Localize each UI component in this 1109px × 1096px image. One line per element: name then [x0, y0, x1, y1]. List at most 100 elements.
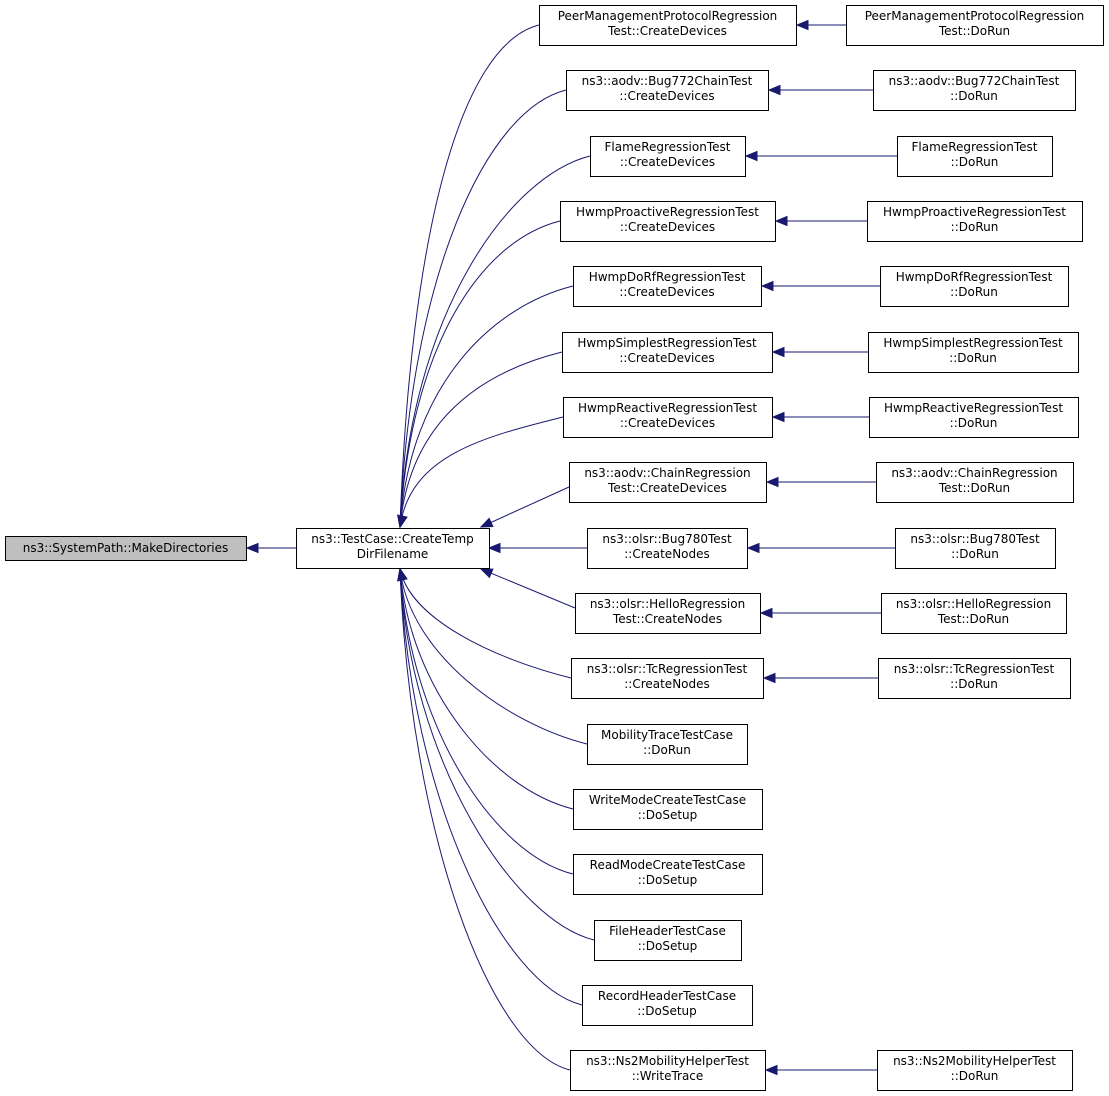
edge-caller-10-parent-arrowhead: [759, 607, 773, 619]
caller-node-9-box: [587, 528, 748, 569]
caller-node-4-label-line-1: HwmpProactiveRegressionTest: [576, 205, 759, 219]
caller-node-8-parent-label-line-2: Test::DoRun: [938, 481, 1010, 495]
caller-node-3-parent-box: [897, 136, 1053, 177]
caller-node-4-parent-label-line-1: HwmpProactiveRegressionTest: [883, 205, 1066, 219]
caller-node-5[interactable]: HwmpDoRfRegressionTest::CreateDevices: [573, 266, 762, 307]
caller-node-1[interactable]: PeerManagementProtocolRegressionTest::Cr…: [539, 5, 797, 46]
caller-node-17[interactable]: ns3::Ns2MobilityHelperTest::WriteTrace: [570, 1050, 766, 1091]
caller-node-7-box: [563, 397, 773, 438]
caller-node-17-parent-label-line-1: ns3::Ns2MobilityHelperTest: [893, 1054, 1056, 1068]
edge-caller-10-to-center-arrowhead: [479, 568, 494, 579]
caller-node-2[interactable]: ns3::aodv::Bug772ChainTest::CreateDevice…: [566, 70, 769, 111]
caller-node-2-parent-label-line-2: ::DoRun: [950, 89, 998, 103]
caller-node-1-label-line-2: Test::CreateDevices: [607, 24, 727, 38]
edge-caller-8-to-center: [480, 486, 570, 528]
caller-node-9-parent-label-line-2: ::DoRun: [951, 547, 999, 561]
caller-node-1-parent-label-line-1: PeerManagementProtocolRegression: [865, 9, 1085, 23]
caller-node-5-box: [573, 266, 762, 307]
caller-node-5-label-line-1: HwmpDoRfRegressionTest: [589, 270, 746, 284]
caller-node-9-label-line-2: ::CreateNodes: [624, 547, 710, 561]
caller-node-2-parent-box: [873, 70, 1076, 111]
caller-node-10-parent-label-line-2: Test::DoRun: [937, 612, 1009, 626]
caller-node-3-label-line-2: ::CreateDevices: [620, 155, 715, 169]
root-node-label-line-1: ns3::SystemPath::MakeDirectories: [23, 541, 229, 555]
caller-node-2-box: [566, 70, 769, 111]
caller-node-11-parent-label-line-2: ::DoRun: [950, 677, 998, 691]
caller-node-9[interactable]: ns3::olsr::Bug780Test::CreateNodes: [587, 528, 748, 569]
caller-node-2-parent[interactable]: ns3::aodv::Bug772ChainTest::DoRun: [873, 70, 1076, 111]
caller-node-17-parent-label-line-2: ::DoRun: [951, 1069, 999, 1083]
edge-caller-10-to-center: [480, 568, 576, 609]
caller-node-13[interactable]: WriteModeCreateTestCase::DoSetup: [573, 789, 763, 830]
edge-center-to-root-arrowhead: [245, 542, 259, 554]
caller-node-5-label-line-2: ::CreateDevices: [619, 285, 714, 299]
edge-caller-4-parent-arrowhead: [774, 215, 788, 227]
caller-node-16-label-line-1: RecordHeaderTestCase: [598, 989, 736, 1003]
caller-node-9-label-line-1: ns3::olsr::Bug780Test: [602, 532, 732, 546]
edge-caller-9-parent-arrowhead: [746, 542, 760, 554]
caller-node-7-parent-label-line-2: ::DoRun: [950, 416, 998, 430]
caller-node-10-box: [575, 593, 761, 634]
caller-node-7[interactable]: HwmpReactiveRegressionTest::CreateDevice…: [563, 397, 773, 438]
edge-caller-5-to-center: [399, 285, 574, 528]
caller-node-15[interactable]: FileHeaderTestCase::DoSetup: [594, 920, 742, 961]
caller-node-5-parent[interactable]: HwmpDoRfRegressionTest::DoRun: [880, 266, 1069, 307]
caller-node-5-parent-box: [880, 266, 1069, 307]
caller-node-6[interactable]: HwmpSimplestRegressionTest::CreateDevice…: [562, 332, 773, 373]
caller-node-6-parent-label-line-1: HwmpSimplestRegressionTest: [883, 336, 1063, 350]
caller-node-16[interactable]: RecordHeaderTestCase::DoSetup: [582, 985, 753, 1026]
caller-node-8[interactable]: ns3::aodv::ChainRegressionTest::CreateDe…: [569, 462, 767, 503]
caller-node-10-label-line-2: Test::CreateNodes: [612, 612, 722, 626]
caller-node-14-box: [573, 854, 763, 895]
caller-node-10-parent-label-line-1: ns3::olsr::HelloRegression: [896, 597, 1051, 611]
edge-caller-6-parent-arrowhead: [771, 346, 785, 358]
edge-caller-6-to-center: [399, 351, 563, 528]
caller-node-16-label-line-2: ::DoSetup: [637, 1004, 697, 1018]
caller-node-3-parent[interactable]: FlameRegressionTest::DoRun: [897, 136, 1053, 177]
caller-node-3-parent-label-line-1: FlameRegressionTest: [912, 140, 1038, 154]
caller-node-1-parent[interactable]: PeerManagementProtocolRegressionTest::Do…: [846, 5, 1104, 46]
caller-node-4-parent-box: [867, 201, 1083, 242]
caller-node-11-box: [571, 658, 764, 699]
edge-caller-8-to-center-arrowhead: [479, 517, 494, 528]
caller-node-12-box: [587, 724, 748, 765]
caller-node-3-parent-label-line-2: ::DoRun: [951, 155, 999, 169]
edge-caller-3-parent-arrowhead: [744, 150, 758, 162]
edge-caller-11-to-center: [399, 568, 572, 679]
caller-node-11-parent[interactable]: ns3::olsr::TcRegressionTest::DoRun: [878, 658, 1071, 699]
caller-node-10[interactable]: ns3::olsr::HelloRegressionTest::CreateNo…: [575, 593, 761, 634]
caller-node-7-label-line-1: HwmpReactiveRegressionTest: [578, 401, 757, 415]
caller-node-7-parent[interactable]: HwmpReactiveRegressionTest::DoRun: [869, 397, 1079, 438]
caller-node-10-label-line-1: ns3::olsr::HelloRegression: [590, 597, 745, 611]
caller-node-17-box: [570, 1050, 766, 1091]
caller-node-1-box: [539, 5, 797, 46]
caller-node-8-label-line-1: ns3::aodv::ChainRegression: [584, 466, 750, 480]
caller-node-15-box: [594, 920, 742, 961]
caller-node-7-label-line-2: ::CreateDevices: [620, 416, 715, 430]
caller-node-3[interactable]: FlameRegressionTest::CreateDevices: [590, 136, 746, 177]
edge-caller-8-parent-arrowhead: [765, 476, 779, 488]
edge-caller-2-to-center: [399, 89, 567, 528]
caller-node-10-parent-box: [881, 593, 1067, 634]
caller-node-5-parent-label-line-2: ::DoRun: [950, 285, 998, 299]
center-node-label-line-1: ns3::TestCase::CreateTemp: [311, 532, 474, 546]
edge-caller-9-to-center-arrowhead: [487, 542, 501, 554]
caller-node-6-label-line-2: ::CreateDevices: [619, 351, 714, 365]
caller-node-11-label-line-2: ::CreateNodes: [624, 677, 710, 691]
caller-node-6-parent[interactable]: HwmpSimplestRegressionTest::DoRun: [868, 332, 1079, 373]
caller-node-12[interactable]: MobilityTraceTestCase::DoRun: [587, 724, 748, 765]
caller-node-14[interactable]: ReadModeCreateTestCase::DoSetup: [573, 854, 763, 895]
caller-node-6-parent-box: [868, 332, 1079, 373]
caller-node-9-parent[interactable]: ns3::olsr::Bug780Test::DoRun: [895, 528, 1056, 569]
caller-node-4-parent[interactable]: HwmpProactiveRegressionTest::DoRun: [867, 201, 1083, 242]
caller-node-17-parent[interactable]: ns3::Ns2MobilityHelperTest::DoRun: [877, 1050, 1073, 1091]
caller-node-11[interactable]: ns3::olsr::TcRegressionTest::CreateNodes: [571, 658, 764, 699]
caller-node-4[interactable]: HwmpProactiveRegressionTest::CreateDevic…: [560, 201, 776, 242]
caller-node-3-box: [590, 136, 746, 177]
root-node[interactable]: ns3::SystemPath::MakeDirectories: [5, 536, 247, 561]
edge-caller-17-parent-arrowhead: [764, 1064, 778, 1076]
caller-node-1-parent-box: [846, 5, 1104, 46]
